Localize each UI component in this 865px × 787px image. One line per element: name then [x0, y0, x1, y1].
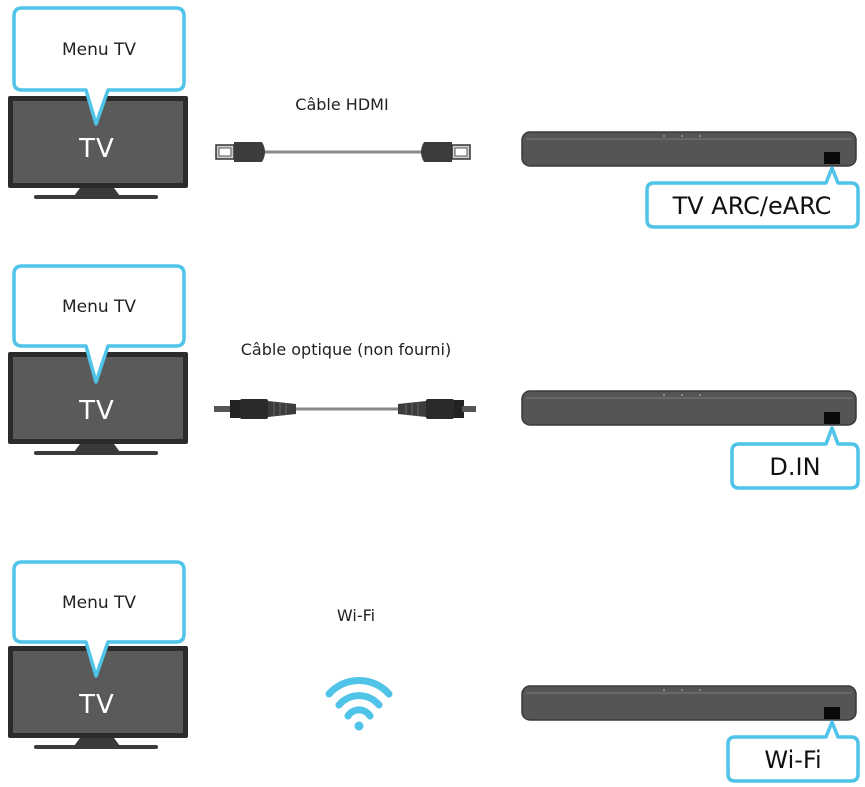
optical-cable-icon — [214, 399, 476, 419]
callout-menu-tv-2: Menu TV — [12, 264, 186, 384]
hdmi-cable-icon — [215, 142, 471, 162]
callout-label: Menu TV — [62, 40, 136, 60]
connection-label-optical: Câble optique (non fourni) — [241, 340, 451, 359]
tv-1: TV — [8, 96, 188, 199]
tv-label: TV — [78, 134, 115, 164]
row-optical: TV Menu TV Câble optique (non fourni) — [8, 264, 860, 490]
port-callout-wifi: Wi-Fi — [726, 720, 860, 783]
tv-2: TV — [8, 352, 188, 455]
soundbar-1 — [521, 131, 857, 167]
tv-stand-neck — [74, 444, 120, 452]
tv-3: TV — [8, 646, 188, 749]
optical-port — [824, 412, 840, 424]
port-label: TV ARC/eARC — [672, 192, 832, 220]
tv-stand-neck — [74, 188, 120, 196]
soundbar-2 — [521, 390, 857, 426]
soundbar-3 — [521, 685, 857, 721]
callout-label: Menu TV — [62, 593, 136, 613]
callout-menu-tv-1: Menu TV — [12, 6, 186, 126]
callout-label: Menu TV — [62, 297, 136, 317]
port-label: Wi-Fi — [764, 746, 821, 774]
hdmi-port — [824, 152, 840, 164]
port-label: D.IN — [769, 453, 820, 481]
tv-stand-base — [34, 451, 158, 455]
wifi-icon — [325, 677, 393, 731]
tv-stand-base — [34, 195, 158, 199]
tv-label: TV — [78, 396, 115, 426]
connection-label-hdmi: Câble HDMI — [295, 95, 388, 114]
port-callout-tv-arc: TV ARC/eARC — [645, 166, 860, 229]
row-wifi: TV Menu TV Wi-Fi Wi-Fi — [8, 560, 860, 783]
row-hdmi: TV Menu TV Câble HDMI — [8, 6, 860, 229]
wifi-indicator — [824, 707, 840, 719]
port-callout-d-in: D.IN — [730, 426, 860, 490]
tv-label: TV — [78, 690, 115, 720]
tv-stand-neck — [74, 738, 120, 746]
callout-menu-tv-3: Menu TV — [12, 560, 186, 678]
connection-label-wifi: Wi-Fi — [337, 606, 375, 625]
tv-stand-base — [34, 745, 158, 749]
